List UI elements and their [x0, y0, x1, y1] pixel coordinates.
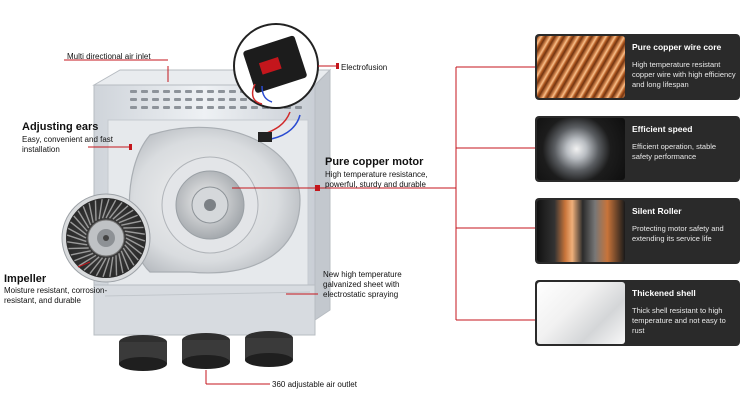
feature-desc: High temperature resistant copper wire w… — [632, 60, 736, 89]
feature-title: Efficient speed — [632, 124, 693, 134]
feature-card-efficient-speed: Efficient speed Efficient operation, sta… — [535, 116, 740, 182]
sheet-desc: New high temperature galvanized sheet wi… — [323, 270, 402, 299]
impeller-image — [61, 193, 151, 283]
feature-desc: Protecting motor safety and extending it… — [632, 224, 724, 243]
adjusting-ears-title: Adjusting ears — [22, 121, 99, 133]
air-outlets — [119, 331, 293, 371]
feature-card-silent-roller: Silent Roller Protecting motor safety an… — [535, 198, 740, 264]
air-inlet-label: Multi directional air inlet — [67, 52, 151, 61]
impeller-desc: Moisture resistant, corrosion-resistant,… — [4, 286, 108, 305]
copper-coil-icon — [537, 36, 625, 98]
capacitor-image — [233, 23, 319, 109]
electrofusion-label: Electrofusion — [341, 63, 388, 72]
shell-coil-icon — [537, 282, 625, 344]
motor-shaft-icon — [537, 118, 625, 180]
motor-desc: High temperature resistance, powerful, s… — [325, 170, 428, 189]
bearing-roller-icon — [537, 200, 625, 262]
feature-title: Thickened shell — [632, 288, 696, 298]
adjusting-ears-desc: Easy, convenient and fast installation — [22, 135, 114, 154]
feature-card-thickened-shell: Thickened shell Thick shell resistant to… — [535, 280, 740, 346]
motor-title: Pure copper motor — [325, 156, 424, 168]
feature-card-copper-wire: Pure copper wire core High temperature r… — [535, 34, 740, 100]
impeller-title: Impeller — [4, 273, 47, 285]
feature-title: Pure copper wire core — [632, 42, 722, 52]
feature-title: Silent Roller — [632, 206, 682, 216]
feature-desc: Thick shell resistant to high temperatur… — [632, 306, 726, 335]
callout-lines — [64, 59, 535, 385]
air-outlet-label: 360 adjustable air outlet — [272, 380, 357, 389]
feature-desc: Efficient operation, stable safety perfo… — [632, 142, 717, 161]
